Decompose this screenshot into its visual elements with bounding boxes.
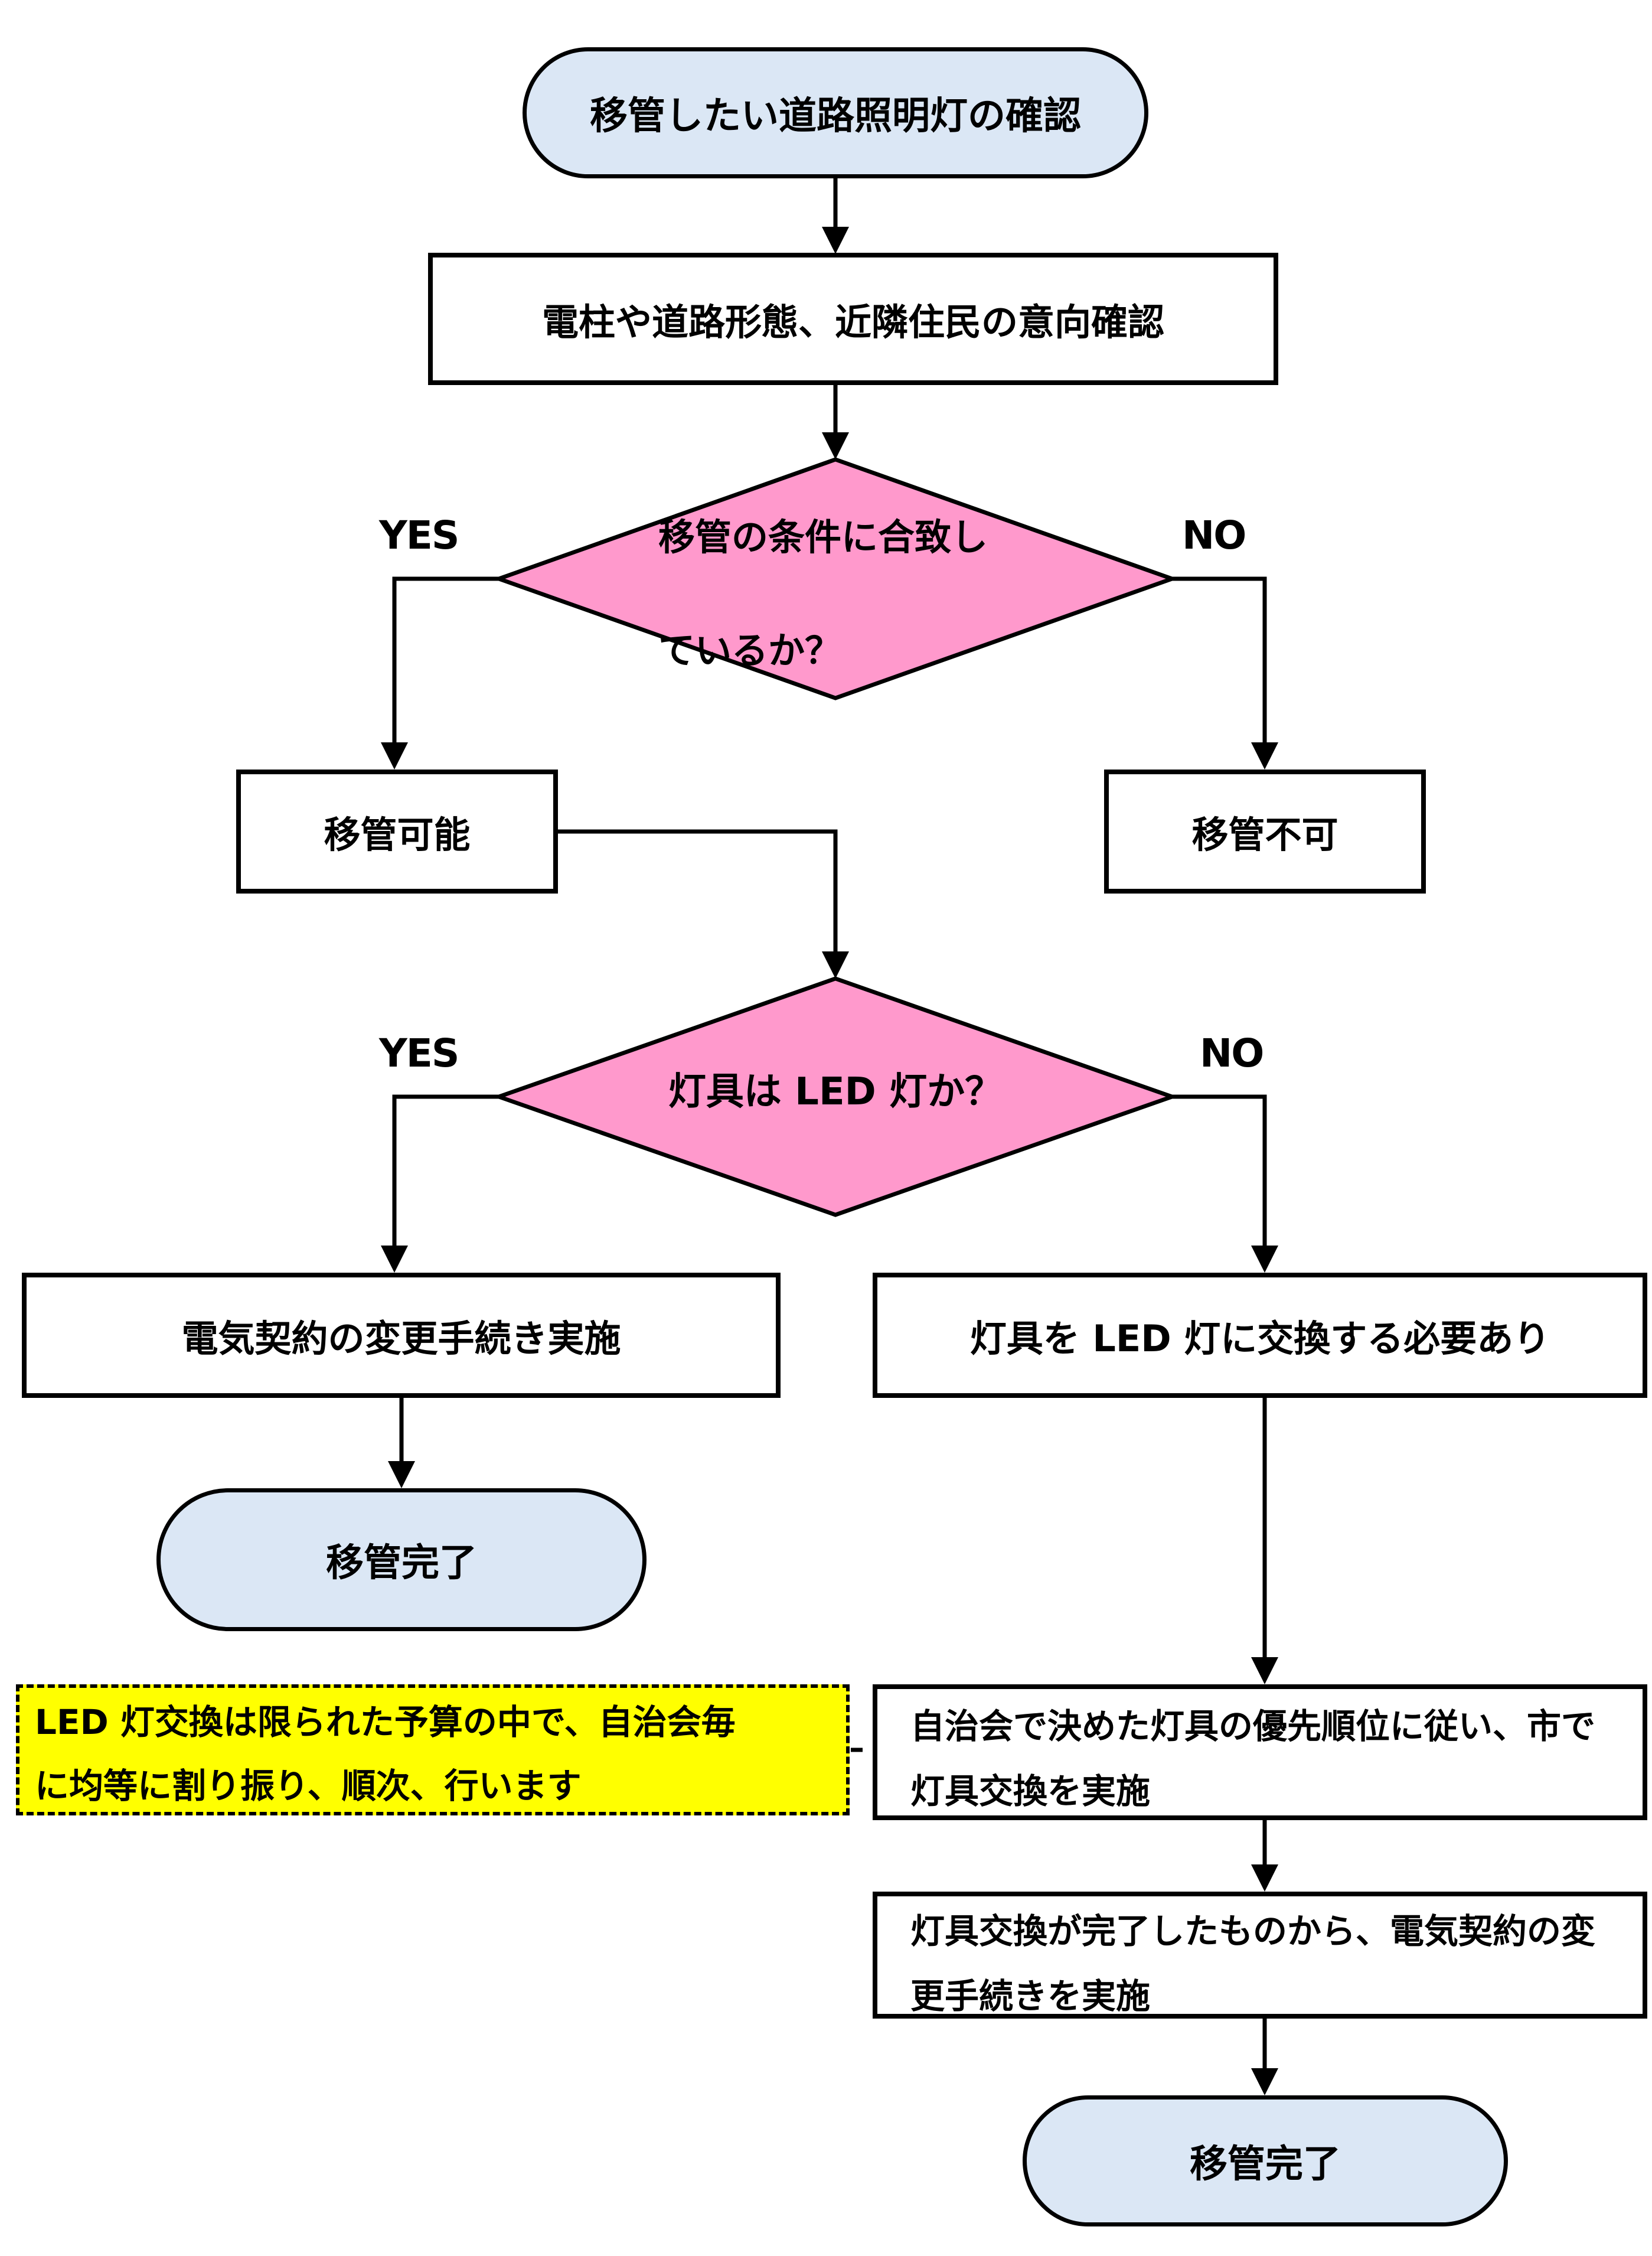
arrowhead-possible-to-decision2 bbox=[822, 951, 849, 979]
process-need-led-swap: 灯具を LED 灯に交換する必要あり bbox=[873, 1273, 1647, 1398]
decision-conditions-text: 移管の条件に合致し ているか？ bbox=[658, 481, 988, 708]
process-need-led-swap-label: 灯具を LED 灯に交換する必要あり bbox=[969, 1317, 1550, 1360]
process-contract-after-swap: 灯具交換が完了したものから、電気契約の変 更手続きを実施 bbox=[873, 1892, 1647, 2019]
process-check-conditions: 電柱や道路形態、近隣住民の意向確認 bbox=[428, 253, 1278, 385]
decision-led-text: 灯具は LED 灯か？ bbox=[668, 1070, 1003, 1114]
decision-conditions-no-label: NO bbox=[1182, 513, 1246, 558]
arrowhead-after-to-complete bbox=[1251, 2068, 1278, 2095]
arrowhead-decision1-no bbox=[1251, 742, 1278, 770]
process-transfer-impossible-label: 移管不可 bbox=[1191, 813, 1338, 856]
process-contract-after-swap-line2: 更手続きを実施 bbox=[910, 1976, 1151, 2016]
process-check-conditions-label: 電柱や道路形態、近隣住民の意向確認 bbox=[541, 301, 1164, 344]
connector-possible-to-decision2 bbox=[558, 829, 838, 951]
arrowhead-decision2-no bbox=[1251, 1246, 1278, 1273]
terminal-complete-left-label: 移管完了 bbox=[326, 1541, 477, 1585]
arrowhead-start-to-check bbox=[822, 227, 849, 254]
note-led-budget: LED 灯交換は限られた予算の中で、自治会毎 に均等に割り振り、順次、行います bbox=[16, 1684, 850, 1815]
connector-decision1-yes bbox=[392, 576, 499, 742]
decision-conditions-yes-label: YES bbox=[379, 513, 459, 558]
process-contract-change-label: 電気契約の変更手続き実施 bbox=[181, 1317, 621, 1360]
process-priority-swap-line2: 灯具交換を実施 bbox=[910, 1771, 1151, 1811]
connector-decision2-no bbox=[1172, 1094, 1267, 1246]
terminal-complete-left: 移管完了 bbox=[156, 1488, 647, 1631]
process-transfer-possible: 移管可能 bbox=[236, 770, 558, 894]
terminal-start: 移管したい道路照明灯の確認 bbox=[523, 47, 1148, 178]
process-contract-after-swap-line1: 灯具交換が完了したものから、電気契約の変 bbox=[910, 1911, 1596, 1951]
connector-decision1-no bbox=[1172, 576, 1267, 742]
terminal-start-label: 移管したい道路照明灯の確認 bbox=[590, 94, 1081, 138]
arrowhead-priority-to-after bbox=[1251, 1864, 1278, 1892]
decision-conditions-shape bbox=[492, 457, 1178, 700]
connector-decision2-yes bbox=[392, 1094, 499, 1246]
process-priority-swap-line1: 自治会で決めた灯具の優先順位に従い、市で bbox=[910, 1706, 1596, 1746]
decision-led-shape bbox=[492, 976, 1178, 1217]
process-transfer-impossible: 移管不可 bbox=[1104, 770, 1426, 894]
terminal-complete-right-label: 移管完了 bbox=[1190, 2143, 1341, 2186]
decision-conditions-line1: 移管の条件に合致し bbox=[658, 516, 988, 559]
process-contract-change: 電気契約の変更手続き実施 bbox=[22, 1273, 781, 1398]
process-transfer-possible-label: 移管可能 bbox=[324, 813, 471, 856]
terminal-complete-right: 移管完了 bbox=[1023, 2095, 1508, 2226]
arrowhead-decision2-yes bbox=[381, 1246, 408, 1273]
arrowhead-decision1-yes bbox=[381, 742, 408, 770]
decision-conditions-line2: ているか？ bbox=[658, 629, 842, 672]
process-priority-swap: 自治会で決めた灯具の優先順位に従い、市で 灯具交換を実施 bbox=[873, 1684, 1647, 1820]
note-led-budget-line1: LED 灯交換は限られた予算の中で、自治会毎 bbox=[35, 1702, 736, 1742]
decision-led-yes-label: YES bbox=[379, 1031, 459, 1076]
decision-led-no-label: NO bbox=[1200, 1031, 1264, 1076]
note-led-budget-line2: に均等に割り振り、順次、行います bbox=[35, 1766, 582, 1806]
arrowhead-needled-to-priority bbox=[1251, 1657, 1278, 1684]
arrowhead-contract-to-complete bbox=[388, 1461, 415, 1488]
arrowhead-check-to-decision1 bbox=[822, 432, 849, 459]
